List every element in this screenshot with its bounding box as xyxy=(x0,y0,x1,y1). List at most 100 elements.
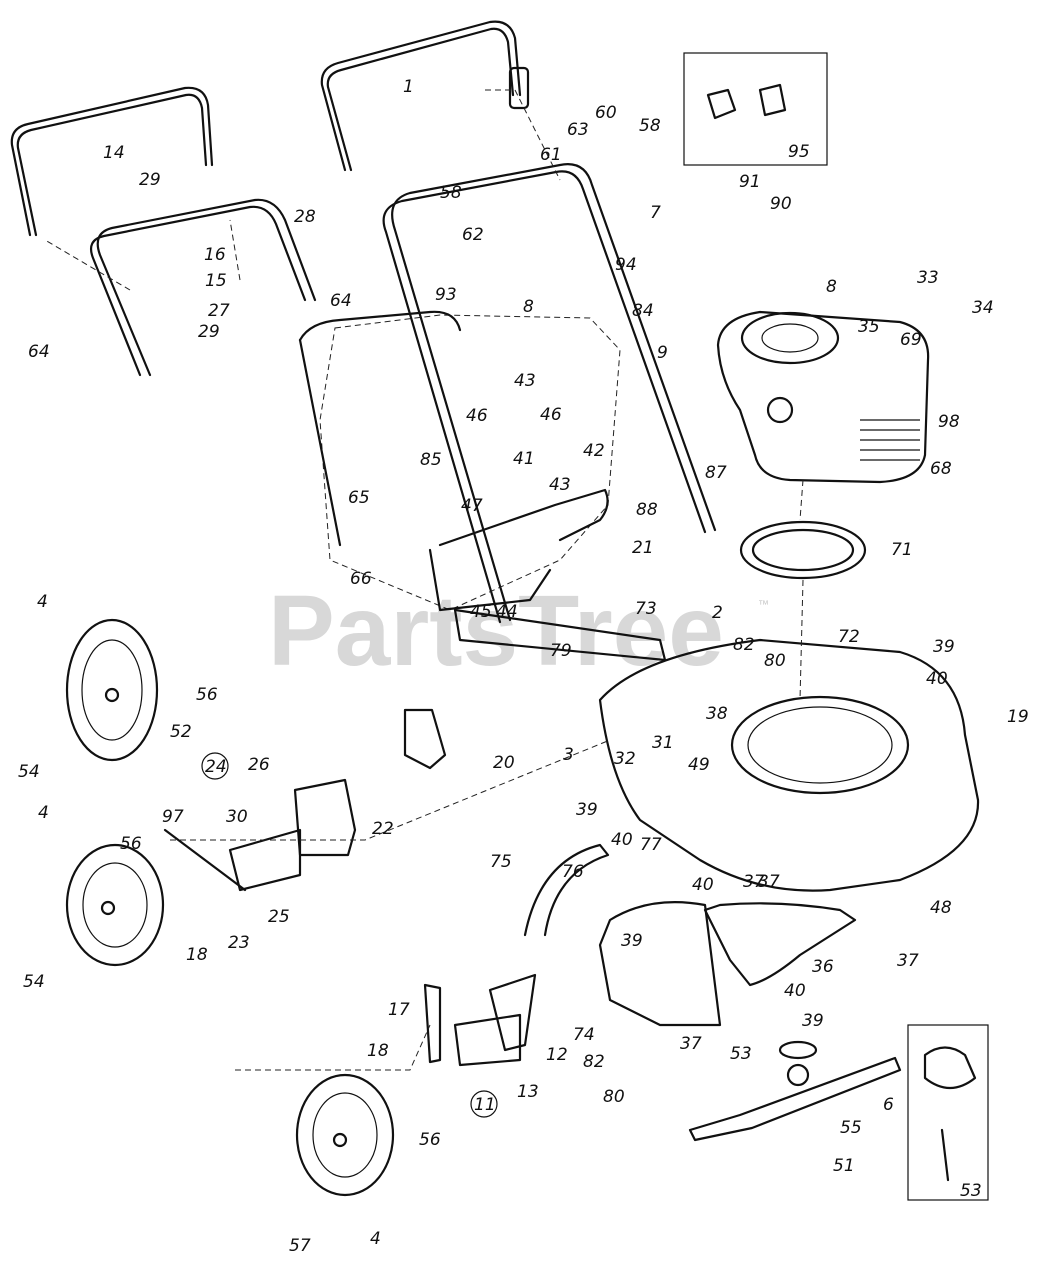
callout-c6: 6 xyxy=(883,1095,894,1115)
callout-c35: 35 xyxy=(858,317,880,337)
height-adjuster-lower xyxy=(423,973,537,1067)
callout-c40c: 40 xyxy=(692,875,714,895)
callout-c24: 24 xyxy=(205,757,227,777)
callout-c90: 90 xyxy=(770,194,792,214)
watermark: PartsTree xyxy=(268,575,724,687)
callout-c4c: 4 xyxy=(370,1229,381,1249)
callout-c61: 61 xyxy=(540,145,562,165)
callout-c40a: 40 xyxy=(926,669,948,689)
front-right-wheel xyxy=(295,1073,395,1197)
height-adjuster-plate xyxy=(163,778,357,892)
callout-c84: 84 xyxy=(632,301,654,321)
callout-c74: 74 xyxy=(573,1025,595,1045)
callout-c54b: 54 xyxy=(23,972,45,992)
callout-c7: 7 xyxy=(650,203,661,223)
callout-c88: 88 xyxy=(636,500,658,520)
callout-c53a: 53 xyxy=(730,1044,752,1064)
callout-c23: 23 xyxy=(228,933,250,953)
callout-c91: 91 xyxy=(739,172,761,192)
callout-c80a: 80 xyxy=(764,651,786,671)
callout-c80b: 80 xyxy=(603,1087,625,1107)
callout-circle-c24 xyxy=(201,752,229,780)
callout-c41: 41 xyxy=(513,449,535,469)
callout-c54a: 54 xyxy=(18,762,40,782)
callout-c31: 31 xyxy=(652,733,674,753)
callout-c37c: 37 xyxy=(680,1034,702,1054)
callout-c37a: 37 xyxy=(743,872,765,892)
callout-c47: 47 xyxy=(461,496,483,516)
callout-c60: 60 xyxy=(595,103,617,123)
callout-c40d: 40 xyxy=(784,981,806,1001)
callout-c69: 69 xyxy=(900,330,922,350)
callout-c64a: 64 xyxy=(28,342,50,362)
callout-c37b: 37 xyxy=(897,951,919,971)
watermark-trademark: ™ xyxy=(758,599,769,611)
front-left-wheel xyxy=(65,843,165,967)
callout-c55: 55 xyxy=(840,1118,862,1138)
hinge-plate xyxy=(453,608,667,662)
callout-c53b: 53 xyxy=(960,1181,982,1201)
upper-handle xyxy=(320,20,530,172)
callout-c76: 76 xyxy=(562,862,584,882)
callout-c18b: 18 xyxy=(186,945,208,965)
callout-c65: 65 xyxy=(348,488,370,508)
callout-c4b: 4 xyxy=(38,803,49,823)
callout-c15: 15 xyxy=(205,271,227,291)
inset-box-53 xyxy=(907,1024,989,1201)
callout-c43b: 43 xyxy=(549,475,571,495)
callout-c40b: 40 xyxy=(611,830,633,850)
callout-c34: 34 xyxy=(972,298,994,318)
callout-c39d: 39 xyxy=(802,1011,824,1031)
blade xyxy=(688,1056,902,1142)
callout-c56b: 56 xyxy=(120,834,142,854)
engine-spacer-ring xyxy=(739,520,867,580)
callout-c97: 97 xyxy=(162,807,184,827)
callout-c44: 44 xyxy=(496,602,518,622)
callout-c85: 85 xyxy=(420,450,442,470)
callout-c39c: 39 xyxy=(621,931,643,951)
callout-c95: 95 xyxy=(788,142,810,162)
callout-c72: 72 xyxy=(838,627,860,647)
callout-c4a: 4 xyxy=(37,592,48,612)
callout-c17: 17 xyxy=(388,1000,410,1020)
callout-c58a: 58 xyxy=(639,116,661,136)
callout-c12: 12 xyxy=(546,1045,568,1065)
inset-box-95 xyxy=(683,52,828,166)
callout-c3: 3 xyxy=(563,745,574,765)
callout-c39a: 39 xyxy=(933,637,955,657)
callout-c64b: 64 xyxy=(330,291,352,311)
callout-c82a: 82 xyxy=(733,635,755,655)
callout-c82b: 82 xyxy=(583,1052,605,1072)
callout-c19: 19 xyxy=(1007,707,1029,727)
callout-c11: 11 xyxy=(474,1095,496,1115)
callout-c62: 62 xyxy=(462,225,484,245)
callout-c13: 13 xyxy=(517,1082,539,1102)
callout-c46a: 46 xyxy=(466,406,488,426)
callout-c42: 42 xyxy=(583,441,605,461)
callout-c22: 22 xyxy=(372,819,394,839)
callout-c38: 38 xyxy=(706,704,728,724)
callout-c56c: 56 xyxy=(419,1130,441,1150)
callout-c56a: 56 xyxy=(196,685,218,705)
callout-c1: 1 xyxy=(403,77,414,97)
callout-c27: 27 xyxy=(208,301,230,321)
callout-c75: 75 xyxy=(490,852,512,872)
callout-c43a: 43 xyxy=(514,371,536,391)
callout-c58b: 58 xyxy=(440,183,462,203)
callout-c9: 9 xyxy=(657,343,668,363)
callout-c39b: 39 xyxy=(576,800,598,820)
callout-c36: 36 xyxy=(812,957,834,977)
callout-c29a: 29 xyxy=(139,170,161,190)
callout-c18a: 18 xyxy=(367,1041,389,1061)
callout-c87: 87 xyxy=(705,463,727,483)
blade-adapter xyxy=(778,1040,818,1060)
callout-c14: 14 xyxy=(103,143,125,163)
callout-c20: 20 xyxy=(493,753,515,773)
rear-deflector xyxy=(523,843,722,1027)
callout-c51: 51 xyxy=(833,1156,855,1176)
callout-c94: 94 xyxy=(615,255,637,275)
rear-bracket xyxy=(403,708,447,770)
mower-deck xyxy=(598,638,980,892)
callout-c57: 57 xyxy=(289,1236,311,1256)
